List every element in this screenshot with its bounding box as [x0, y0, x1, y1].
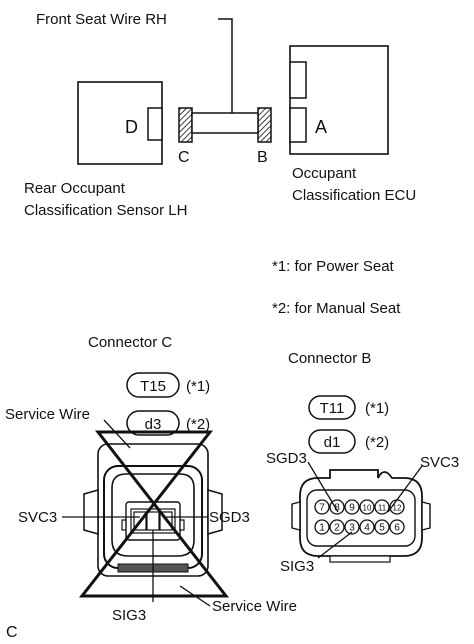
harness-connector-b	[257, 107, 272, 143]
connector-b-svc3-label: SVC3	[420, 454, 459, 471]
wire-leader-line	[218, 18, 233, 113]
ecu-label-line2: Classification ECU	[292, 187, 416, 204]
note-manual-seat: *2: for Manual Seat	[272, 300, 401, 317]
connector-c-pin-sig3	[146, 511, 160, 531]
connector-b-pin-number: 12	[393, 504, 402, 513]
connector-c-svc3-label: SVC3	[18, 509, 57, 526]
connector-b-code-manual-badge	[308, 429, 356, 454]
connector-b-svc3-leader	[387, 465, 423, 513]
connector-b-pin-number: 11	[378, 504, 387, 513]
connector-c-sgd3-label: SGD3	[209, 509, 250, 526]
sensor-connector-d-tab	[147, 107, 163, 141]
connector-b-code-power: T11	[320, 400, 345, 417]
sensor-label-line2: Classification Sensor LH	[24, 202, 187, 219]
connector-b-pin-number: 6	[394, 523, 400, 534]
connector-b-pin-number: 4	[364, 523, 370, 534]
service-wire-bottom-leader	[179, 585, 211, 607]
connector-b-sgd3-label: SGD3	[266, 450, 307, 467]
ecu-upper-tab	[289, 61, 307, 99]
connector-b-pin-number: 2	[334, 523, 340, 534]
connector-b-sig3-leader	[317, 531, 353, 559]
harness-wire	[191, 112, 259, 134]
connector-a-letter: A	[315, 117, 327, 137]
connector-b-sgd3-leader	[307, 461, 339, 513]
connector-b-code-manual: d1	[324, 434, 341, 451]
connector-c-code-power-badge	[126, 372, 180, 398]
connector-b-pin-circle	[314, 519, 330, 535]
connector-b-sig3-label: SIG3	[280, 558, 314, 575]
figure-corner-label: C	[6, 624, 18, 641]
connector-b-pin-circle	[374, 499, 390, 515]
note-power-seat: *1: for Power Seat	[272, 258, 395, 275]
connector-b-pin-circle	[344, 499, 360, 515]
service-wire-top-leader	[103, 419, 131, 449]
connector-b-pin-number: 3	[349, 523, 355, 534]
connector-b-pin-number: 9	[349, 503, 355, 514]
connector-b-pin-circle	[359, 499, 375, 515]
connector-b-mark-power: (*1)	[365, 400, 389, 417]
harness-connector-b-letter: B	[257, 149, 268, 166]
ecu-connector-a-tab	[289, 107, 307, 143]
connector-c-code-manual-badge	[126, 410, 180, 436]
connector-c-code-power: T15	[140, 378, 166, 395]
connector-b-pin-number: 8	[334, 503, 340, 514]
ecu-label-line1: Occupant	[292, 165, 357, 182]
harness-connector-c-letter: C	[178, 149, 190, 166]
connector-b-pin-circle	[314, 499, 330, 515]
connector-b-pin-circle	[344, 519, 360, 535]
connector-c-sig3-label: SIG3	[112, 607, 146, 624]
sensor-label-line1: Rear Occupant	[24, 180, 126, 197]
service-wire-loop	[78, 430, 230, 598]
connector-b-pin-circle	[374, 519, 390, 535]
connector-b-title: Connector B	[288, 350, 371, 367]
harness-connector-c	[178, 107, 193, 143]
service-wire-top-label: Service Wire	[5, 406, 90, 423]
connector-c-mark-manual: (*2)	[186, 416, 210, 433]
connector-c-title: Connector C	[88, 334, 172, 351]
connector-b-mark-manual: (*2)	[365, 434, 389, 451]
connector-b-pin-number: 7	[319, 503, 325, 514]
connector-b-pin-circle	[389, 519, 405, 535]
connector-b-pin-circle	[359, 519, 375, 535]
front-seat-wire-label: Front Seat Wire RH	[36, 11, 167, 28]
connector-c-code-manual: d3	[145, 416, 162, 433]
connector-c-mark-power: (*1)	[186, 378, 210, 395]
connector-d-letter: D	[125, 117, 138, 137]
service-wire-bottom-label: Service Wire	[212, 598, 297, 615]
connector-b-pin-number: 5	[379, 523, 385, 534]
connector-b-pin-circle	[329, 519, 345, 535]
connector-b-code-power-badge	[308, 395, 356, 420]
connector-b-pin-number: 10	[363, 504, 372, 513]
connector-b-pin-number: 1	[319, 523, 325, 534]
